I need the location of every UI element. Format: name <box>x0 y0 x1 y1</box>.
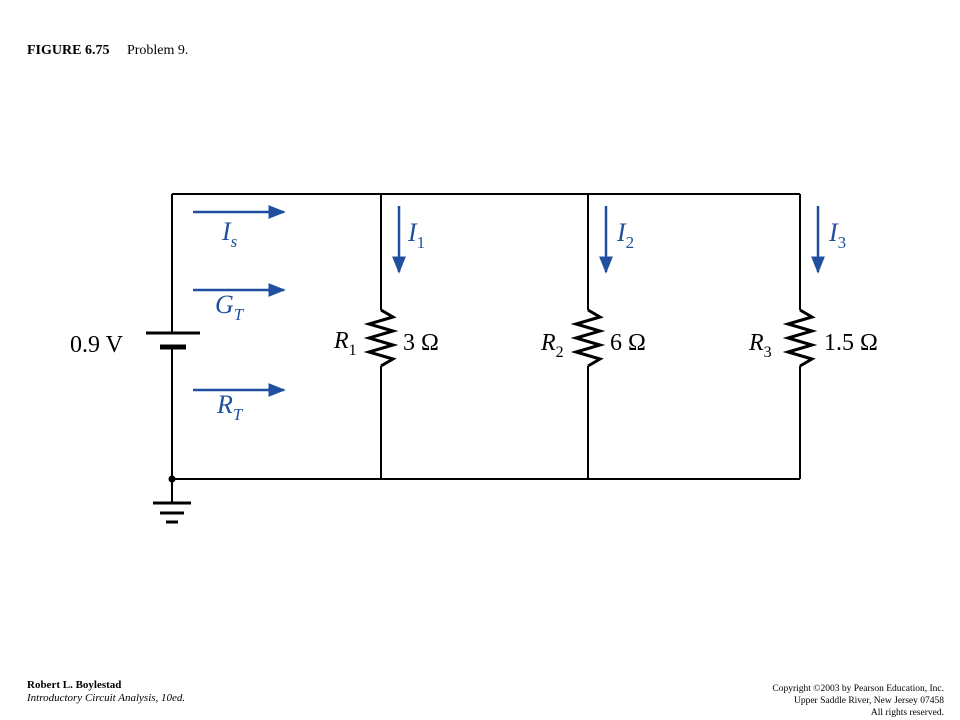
source-voltage-label: 0.9 V <box>70 332 124 358</box>
is-label: Is <box>221 217 238 251</box>
footer-credits: Robert L. Boylestad Introductory Circuit… <box>27 679 185 705</box>
node-dot <box>168 475 176 483</box>
i2-label: I2 <box>616 218 634 252</box>
resistor-r1-symbol <box>363 308 399 368</box>
figure-title: Problem 9. <box>126 43 189 58</box>
current-arrows <box>193 205 825 397</box>
footer-book: Introductory Circuit Analysis, 10ed. <box>27 692 186 704</box>
gt-label: GT <box>215 290 245 324</box>
footer-author: Robert L. Boylestad <box>27 679 122 691</box>
footer-copyright: Copyright ©2003 by Pearson Education, In… <box>772 683 944 719</box>
i1-label: I1 <box>407 218 425 252</box>
copyright-line: Copyright ©2003 by Pearson Education, In… <box>772 684 944 694</box>
r3-value-label: 1.5 Ω <box>824 330 878 356</box>
ground-symbol <box>153 501 191 524</box>
r3-name-label: R3 <box>748 330 772 361</box>
figure-caption: FIGURE 6.75 Problem 9. <box>27 43 188 59</box>
r2-value-label: 6 Ω <box>610 330 646 356</box>
wires <box>171 193 801 503</box>
rights-line: All rights reserved. <box>870 708 944 718</box>
figure-number: FIGURE 6.75 <box>27 43 110 58</box>
resistor-r2-symbol <box>570 308 606 368</box>
r2-name-label: R2 <box>540 330 564 361</box>
r1-name-label: R1 <box>333 328 357 359</box>
address-line: Upper Saddle River, New Jersey 07458 <box>793 696 944 706</box>
i3-label: I3 <box>828 218 846 252</box>
battery-symbol <box>146 331 200 350</box>
rt-label: RT <box>216 390 244 424</box>
r1-value-label: 3 Ω <box>403 330 439 356</box>
resistor-r3-symbol <box>782 308 818 368</box>
